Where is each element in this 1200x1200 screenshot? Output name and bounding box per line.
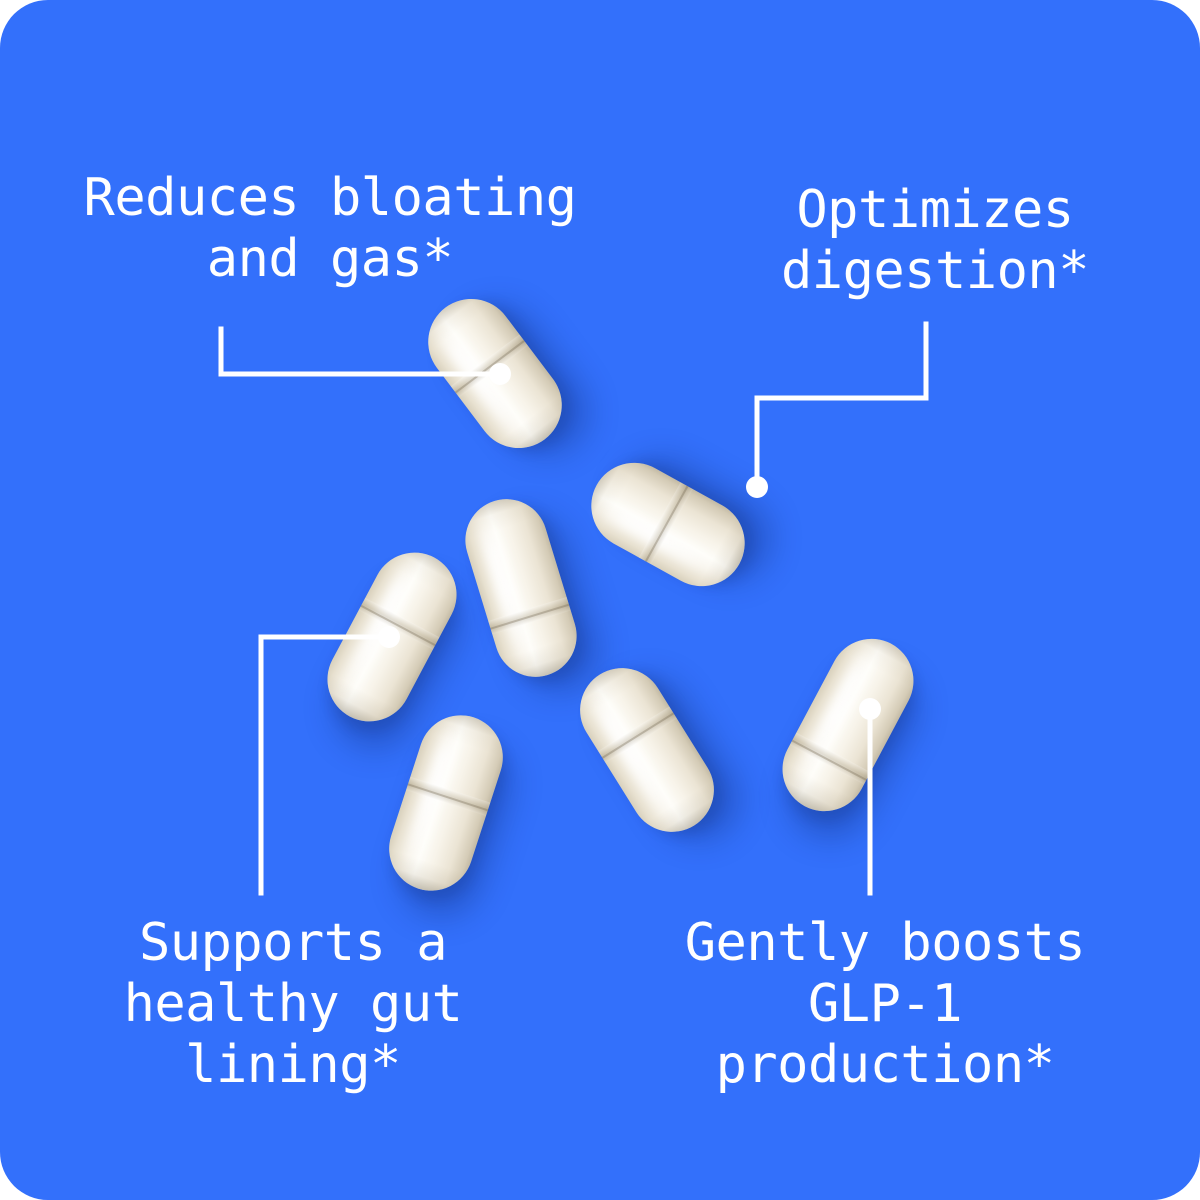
callout-label-optimizes-digestion: Optimizes digestion* [780,180,1090,301]
capsule-upper-right [575,447,761,602]
capsule-lower-left [378,704,514,902]
capsule-highlight [474,515,538,671]
capsule-lower-center [564,652,730,848]
callout-label-reduces-bloating: Reduces bloating and gas* [83,168,577,289]
capsule-center [455,488,587,688]
capsule-top-left [411,281,579,466]
capsule-lower-right [767,624,929,826]
callout-label-boosts-glp1: Gently boosts GLP-1 production* [684,913,1086,1095]
callout-label-supports-gut-lining: Supports a healthy gut lining* [123,913,463,1095]
capsule-mid-left [312,537,472,737]
